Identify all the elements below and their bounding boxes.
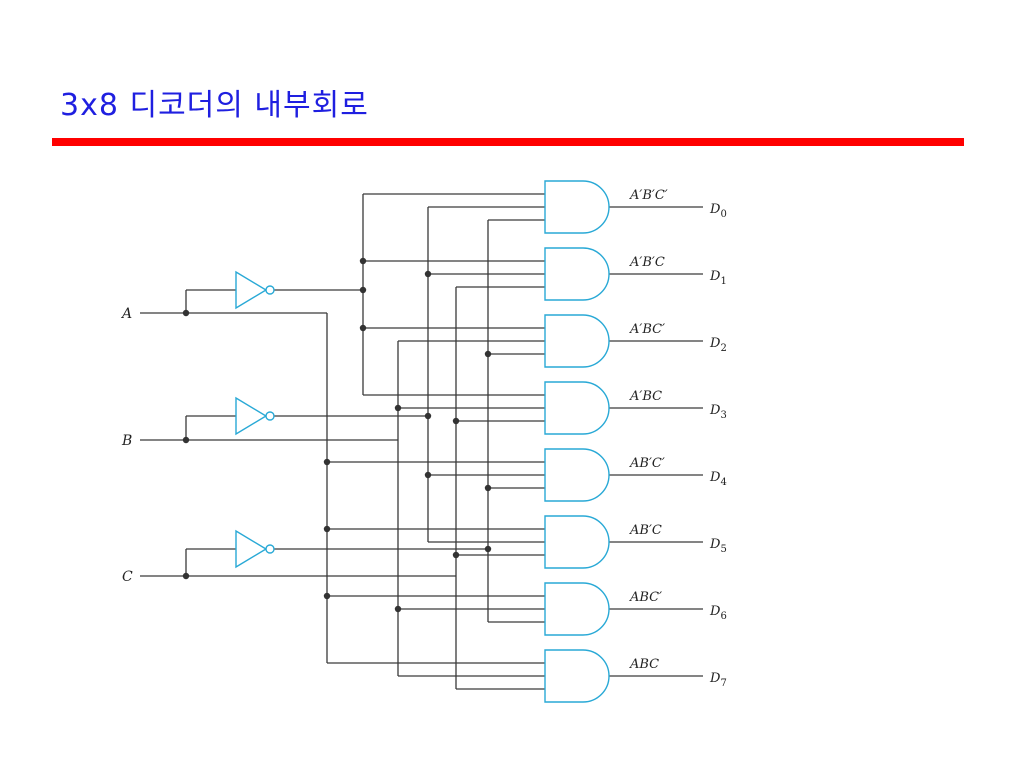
junction-dot (424, 471, 432, 479)
minterm-label: A′B′C′ (629, 188, 668, 203)
input-label: A (120, 306, 132, 322)
minterm-label: AB′C′ (629, 456, 665, 471)
minterm-label: ABC′ (629, 590, 662, 605)
inverter (235, 396, 268, 436)
input-label: C (122, 569, 133, 585)
junction-dot (484, 350, 492, 358)
and-gate (544, 649, 610, 703)
title-rule (52, 138, 964, 146)
junction-dot (484, 484, 492, 492)
minterm-label: A′BC′ (629, 322, 665, 337)
and-gate (544, 314, 610, 368)
output-label: D5 (709, 537, 727, 555)
junction-dot (182, 572, 190, 580)
inverter-bubble (265, 285, 275, 295)
output-label: D4 (709, 470, 727, 488)
and-gate (544, 381, 610, 435)
output-label: D7 (709, 671, 727, 689)
inverter (235, 529, 268, 569)
slide-title: 3x8 디코더의 내부회로 (60, 88, 369, 123)
inverter-bubble (265, 411, 275, 421)
junction-dot (452, 551, 460, 559)
and-gate (544, 582, 610, 636)
output-label: D1 (709, 269, 727, 287)
junction-dot (394, 605, 402, 613)
junction-dot (323, 458, 331, 466)
junction-dot (424, 412, 432, 420)
junction-dot (484, 545, 492, 553)
and-gate (544, 180, 610, 234)
junction-dot (394, 404, 402, 412)
and-gate (544, 515, 610, 569)
gates (235, 180, 610, 703)
junction-dot (359, 286, 367, 294)
labels: ABCA′B′C′D0A′B′CD1A′BC′D2A′BCD3AB′C′D4AB… (120, 188, 727, 689)
output-label: D6 (709, 604, 727, 622)
junction-dot (323, 525, 331, 533)
minterm-label: ABC (629, 657, 659, 672)
junction-dots (182, 257, 492, 613)
junction-dot (424, 270, 432, 278)
minterm-label: A′B′C (629, 255, 665, 270)
junction-dot (182, 309, 190, 317)
output-label: D2 (709, 336, 727, 354)
and-gate (544, 448, 610, 502)
wires (140, 193, 703, 690)
output-label: D3 (709, 403, 727, 421)
junction-dot (359, 324, 367, 332)
input-label: B (121, 433, 132, 449)
minterm-label: A′BC (629, 389, 662, 404)
inverter-bubble (265, 544, 275, 554)
minterm-label: AB′C (629, 523, 662, 538)
output-label: D0 (709, 202, 727, 220)
junction-dot (359, 257, 367, 265)
junction-dot (182, 436, 190, 444)
and-gate (544, 247, 610, 301)
junction-dot (323, 592, 331, 600)
junction-dot (452, 417, 460, 425)
inverter (235, 270, 268, 310)
